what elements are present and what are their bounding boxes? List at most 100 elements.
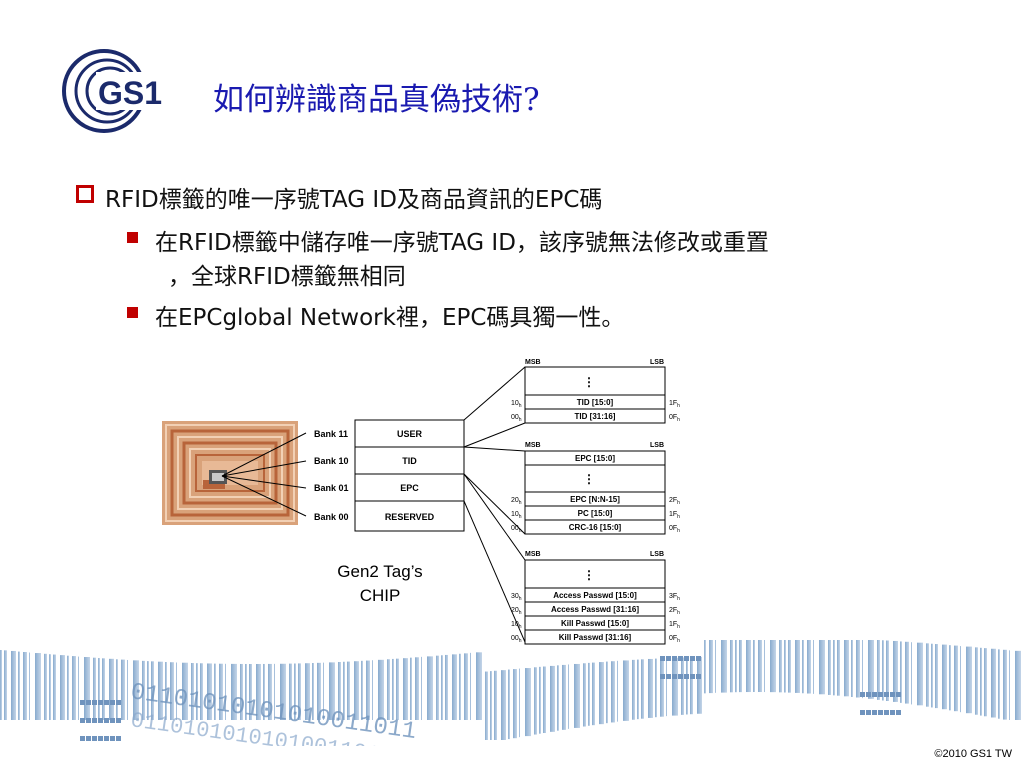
barcode-stripe [886, 640, 889, 702]
bullet-sub-2: 在EPCglobal Network裡，EPC碼具獨一性。 [155, 305, 625, 331]
barcode-stripe [833, 640, 835, 696]
qr-module [890, 692, 895, 697]
barcode-stripe [764, 640, 765, 693]
barcode-stripe [191, 663, 194, 720]
barcode-stripe [562, 664, 566, 730]
barcode-stripe [294, 663, 296, 720]
bullet-sub-1: 在RFID標籤中儲存唯一序號TAG ID，該序號無法修改或重置 [155, 230, 769, 256]
slide-title: 如何辨識商品真偽技術? [213, 82, 540, 118]
barcode-stripe [592, 662, 595, 726]
qr-module [116, 700, 121, 705]
barcode-stripe [905, 641, 909, 704]
barcode-stripe [72, 656, 76, 720]
barcode-stripe [133, 660, 139, 720]
barcode-stripe [196, 663, 198, 720]
barcode-stripe [954, 645, 958, 712]
barcode-stripe [343, 661, 345, 720]
lsb-label: LSB [650, 551, 664, 558]
barcode-stripe [312, 663, 314, 720]
barcode-stripe [690, 657, 693, 715]
msb-label: MSB [525, 359, 541, 366]
barcode-stripe [911, 642, 912, 705]
barcode-stripe [78, 656, 79, 720]
address-right: 1F [669, 621, 677, 628]
barcode-stripe [686, 657, 688, 715]
barcode-stripe [697, 656, 702, 714]
barcode-stripe [445, 654, 448, 720]
barcode-stripe [753, 640, 755, 693]
barcode-stripe [813, 640, 814, 694]
barcode-stripe [29, 652, 30, 720]
chip-caption-line1: Gen2 Tag’s [337, 562, 423, 581]
barcode-stripe [200, 663, 203, 720]
qr-module [660, 656, 665, 661]
svg-text:00h: 00h [511, 414, 522, 423]
svg-text:3Fh: 3Fh [669, 593, 680, 602]
svg-text:20h: 20h [511, 497, 522, 506]
msb-label: MSB [525, 551, 541, 558]
ellipsis: ⋮ [583, 568, 595, 582]
barcode-stripe [557, 665, 559, 731]
barcode-stripe [317, 662, 321, 720]
barcode-stripe [60, 655, 65, 720]
barcode-stripe [347, 661, 350, 720]
barcode-stripe [623, 660, 629, 721]
svg-text:1Fh: 1Fh [669, 511, 680, 520]
barcode-stripe [441, 655, 443, 720]
barcode-stripe [464, 653, 468, 720]
barcode-stripe [109, 658, 114, 720]
barcode-stripe [715, 640, 716, 693]
barcode-stripe [534, 667, 537, 735]
memory-row-label: CRC-16 [15:0] [569, 523, 622, 532]
barcode-stripe [0, 650, 2, 720]
rfid-tag-photo [162, 421, 298, 525]
barcode-stripe [980, 647, 982, 716]
qr-module [878, 710, 883, 715]
barcode-stripe [35, 653, 41, 720]
address-left: 10 [511, 400, 519, 407]
barcode-stripe [550, 665, 555, 732]
chip-caption-line2: CHIP [359, 586, 401, 605]
copyright: ©2010 GS1 TW [934, 748, 1012, 760]
bank-label: Bank 10 [314, 456, 349, 466]
barcode-stripe [862, 640, 863, 699]
barcode-stripe [256, 663, 261, 720]
barcode-stripe [583, 663, 586, 727]
qr-module [104, 700, 109, 705]
svg-text:00h: 00h [511, 525, 522, 534]
memory-bank-diagram: Bank 11 Bank 10 Bank 01 Bank 00 USER TID… [162, 359, 680, 645]
barcode-stripe [844, 640, 849, 697]
bank-name: EPC [400, 483, 419, 493]
bank-label: Bank 00 [314, 512, 349, 522]
barcode-stripe [436, 655, 439, 720]
barcode-stripe [268, 663, 272, 720]
bullet-marker-hollow [76, 185, 94, 203]
barcode-stripe [851, 640, 853, 697]
bank-name: TID [402, 456, 417, 466]
reserved-memory-block: MSB LSB ⋮ Access Passwd [15:0] Access Pa… [511, 551, 680, 645]
qr-module [92, 700, 97, 705]
qr-module [92, 718, 97, 723]
barcode-stripe [151, 661, 154, 720]
barcode-stripe [329, 662, 335, 720]
barcode-stripe [991, 648, 996, 718]
address-sub: h [677, 638, 680, 644]
barcode-stripe [735, 640, 737, 693]
barcode-stripe [632, 659, 635, 720]
barcode-stripe [127, 659, 128, 720]
svg-text:10h: 10h [511, 621, 522, 630]
barcode-stripe [147, 661, 149, 720]
barcode-stripe [681, 657, 684, 715]
bank-name: RESERVED [385, 512, 435, 522]
barcode-stripe [660, 658, 664, 717]
barcode-stripe [704, 640, 706, 694]
qr-module [86, 718, 91, 723]
barcode-stripe [305, 663, 310, 720]
barcode-stripe [421, 656, 422, 720]
qr-module [696, 656, 701, 661]
memory-row-label: EPC [N:N-15] [570, 495, 620, 504]
barcode-stripe [606, 661, 608, 724]
barcode-stripe [170, 662, 174, 720]
barcode-stripe [599, 662, 604, 725]
address-left: 20 [511, 497, 519, 504]
